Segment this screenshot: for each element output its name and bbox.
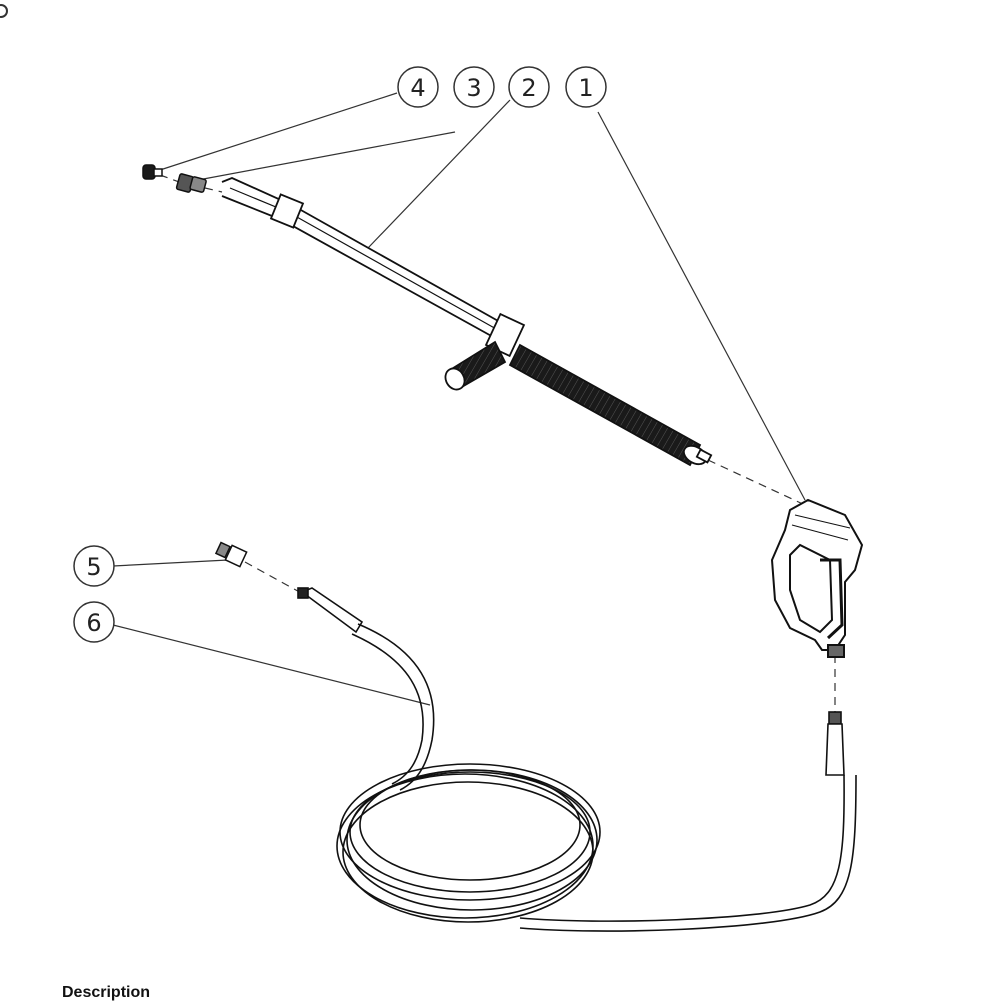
callouts: 4 3 2 1 5 6 (73, 66, 607, 643)
callout-3: 3 (453, 66, 495, 108)
callout-1-label: 1 (578, 74, 593, 102)
part-3-quick-coupler (175, 173, 207, 193)
callout-5: 5 (73, 545, 115, 587)
callout-2-label: 2 (521, 74, 536, 102)
part-2-lance (221, 177, 713, 467)
assembly-dashed-lines (159, 174, 836, 712)
callout-4-label: 4 (410, 74, 425, 102)
part-4-nozzle-tip (142, 164, 163, 180)
callout-1: 1 (565, 66, 607, 108)
callout-6-label: 6 (86, 609, 101, 637)
description-heading: Description (62, 984, 151, 1001)
callout-6: 6 (73, 601, 115, 643)
leader-lines (112, 92, 806, 706)
part-6-hose (297, 587, 857, 932)
part-1-trigger-gun (770, 498, 864, 658)
callout-2: 2 (508, 66, 550, 108)
callout-5-label: 5 (86, 553, 101, 581)
corner-mark (0, 4, 8, 18)
callout-3-label: 3 (466, 74, 481, 102)
part-5-fitting (214, 541, 248, 568)
callout-4: 4 (397, 66, 439, 108)
